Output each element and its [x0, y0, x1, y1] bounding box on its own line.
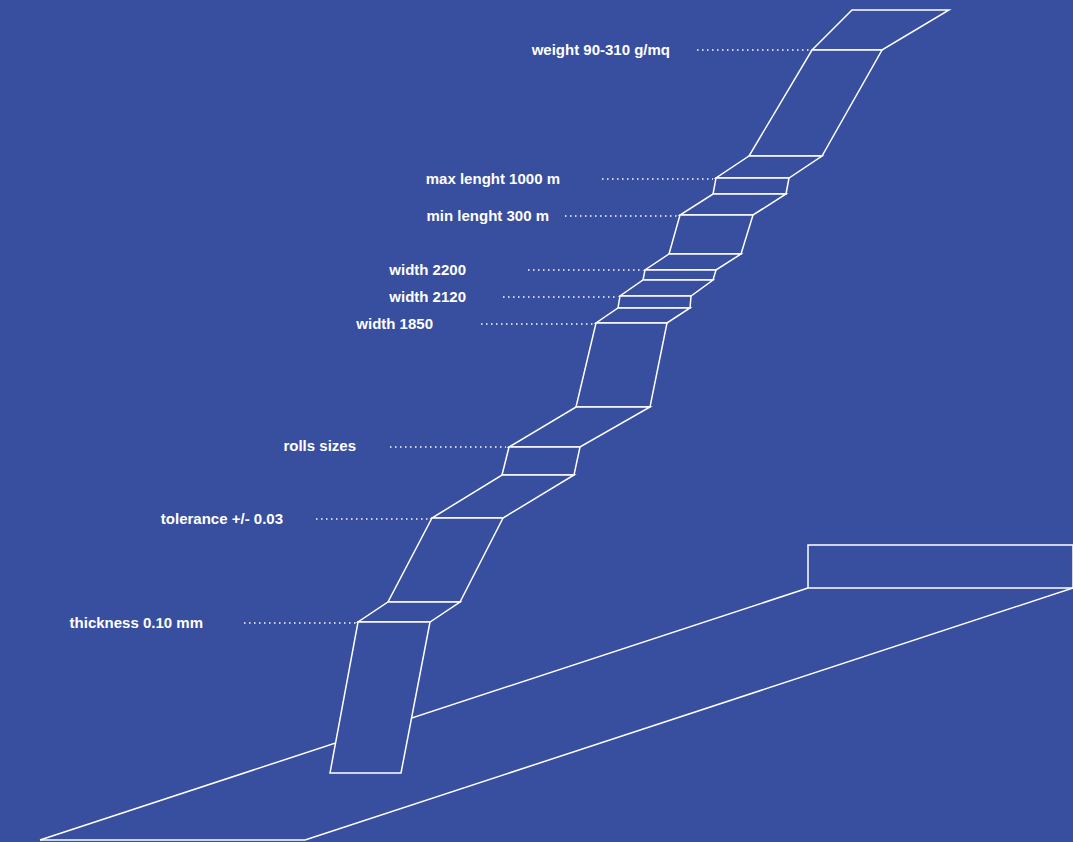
stair-step	[330, 622, 430, 773]
spec-label: rolls sizes	[283, 437, 356, 455]
leader-line	[316, 518, 430, 520]
stair-step	[576, 323, 667, 407]
stair-step	[509, 407, 650, 447]
leader-line	[481, 323, 594, 325]
stair-step	[432, 475, 574, 518]
spec-label: weight 90-310 g/mq	[532, 41, 670, 59]
stair-step	[716, 156, 822, 178]
stair-step	[749, 50, 882, 156]
stair-step	[680, 194, 786, 215]
stair-step	[643, 270, 716, 280]
stair-step	[645, 254, 741, 270]
spec-label: width 2120	[389, 288, 466, 306]
ground-line	[305, 588, 1073, 840]
ground-edge-box	[808, 545, 1073, 588]
leader-line	[244, 622, 356, 624]
leader-line	[390, 446, 506, 448]
stair-step	[812, 10, 949, 50]
stair-step	[358, 602, 460, 622]
spec-label: min lenght 300 m	[426, 207, 549, 225]
leader-line	[503, 296, 618, 298]
spec-label: width 1850	[356, 315, 433, 333]
leader-line	[528, 269, 643, 271]
leader-line	[697, 49, 810, 51]
stair-step	[502, 447, 580, 475]
stair-step	[620, 280, 713, 296]
spec-label: max lenght 1000 m	[426, 170, 560, 188]
spec-label: tolerance +/- 0.03	[161, 510, 283, 528]
stair-step	[713, 178, 789, 194]
ground-line	[40, 588, 808, 840]
stair-step	[596, 308, 690, 323]
spec-label: width 2200	[389, 261, 466, 279]
ground-plane	[40, 545, 1073, 840]
leader-line	[602, 178, 713, 180]
stair-step	[618, 296, 691, 308]
stair-step	[669, 215, 753, 254]
stair-steps	[330, 10, 949, 773]
leader-line	[565, 215, 678, 217]
spec-label: thickness 0.10 mm	[70, 614, 203, 632]
ground-line	[40, 839, 305, 841]
stair-step	[388, 518, 503, 602]
leader-lines	[244, 50, 810, 623]
